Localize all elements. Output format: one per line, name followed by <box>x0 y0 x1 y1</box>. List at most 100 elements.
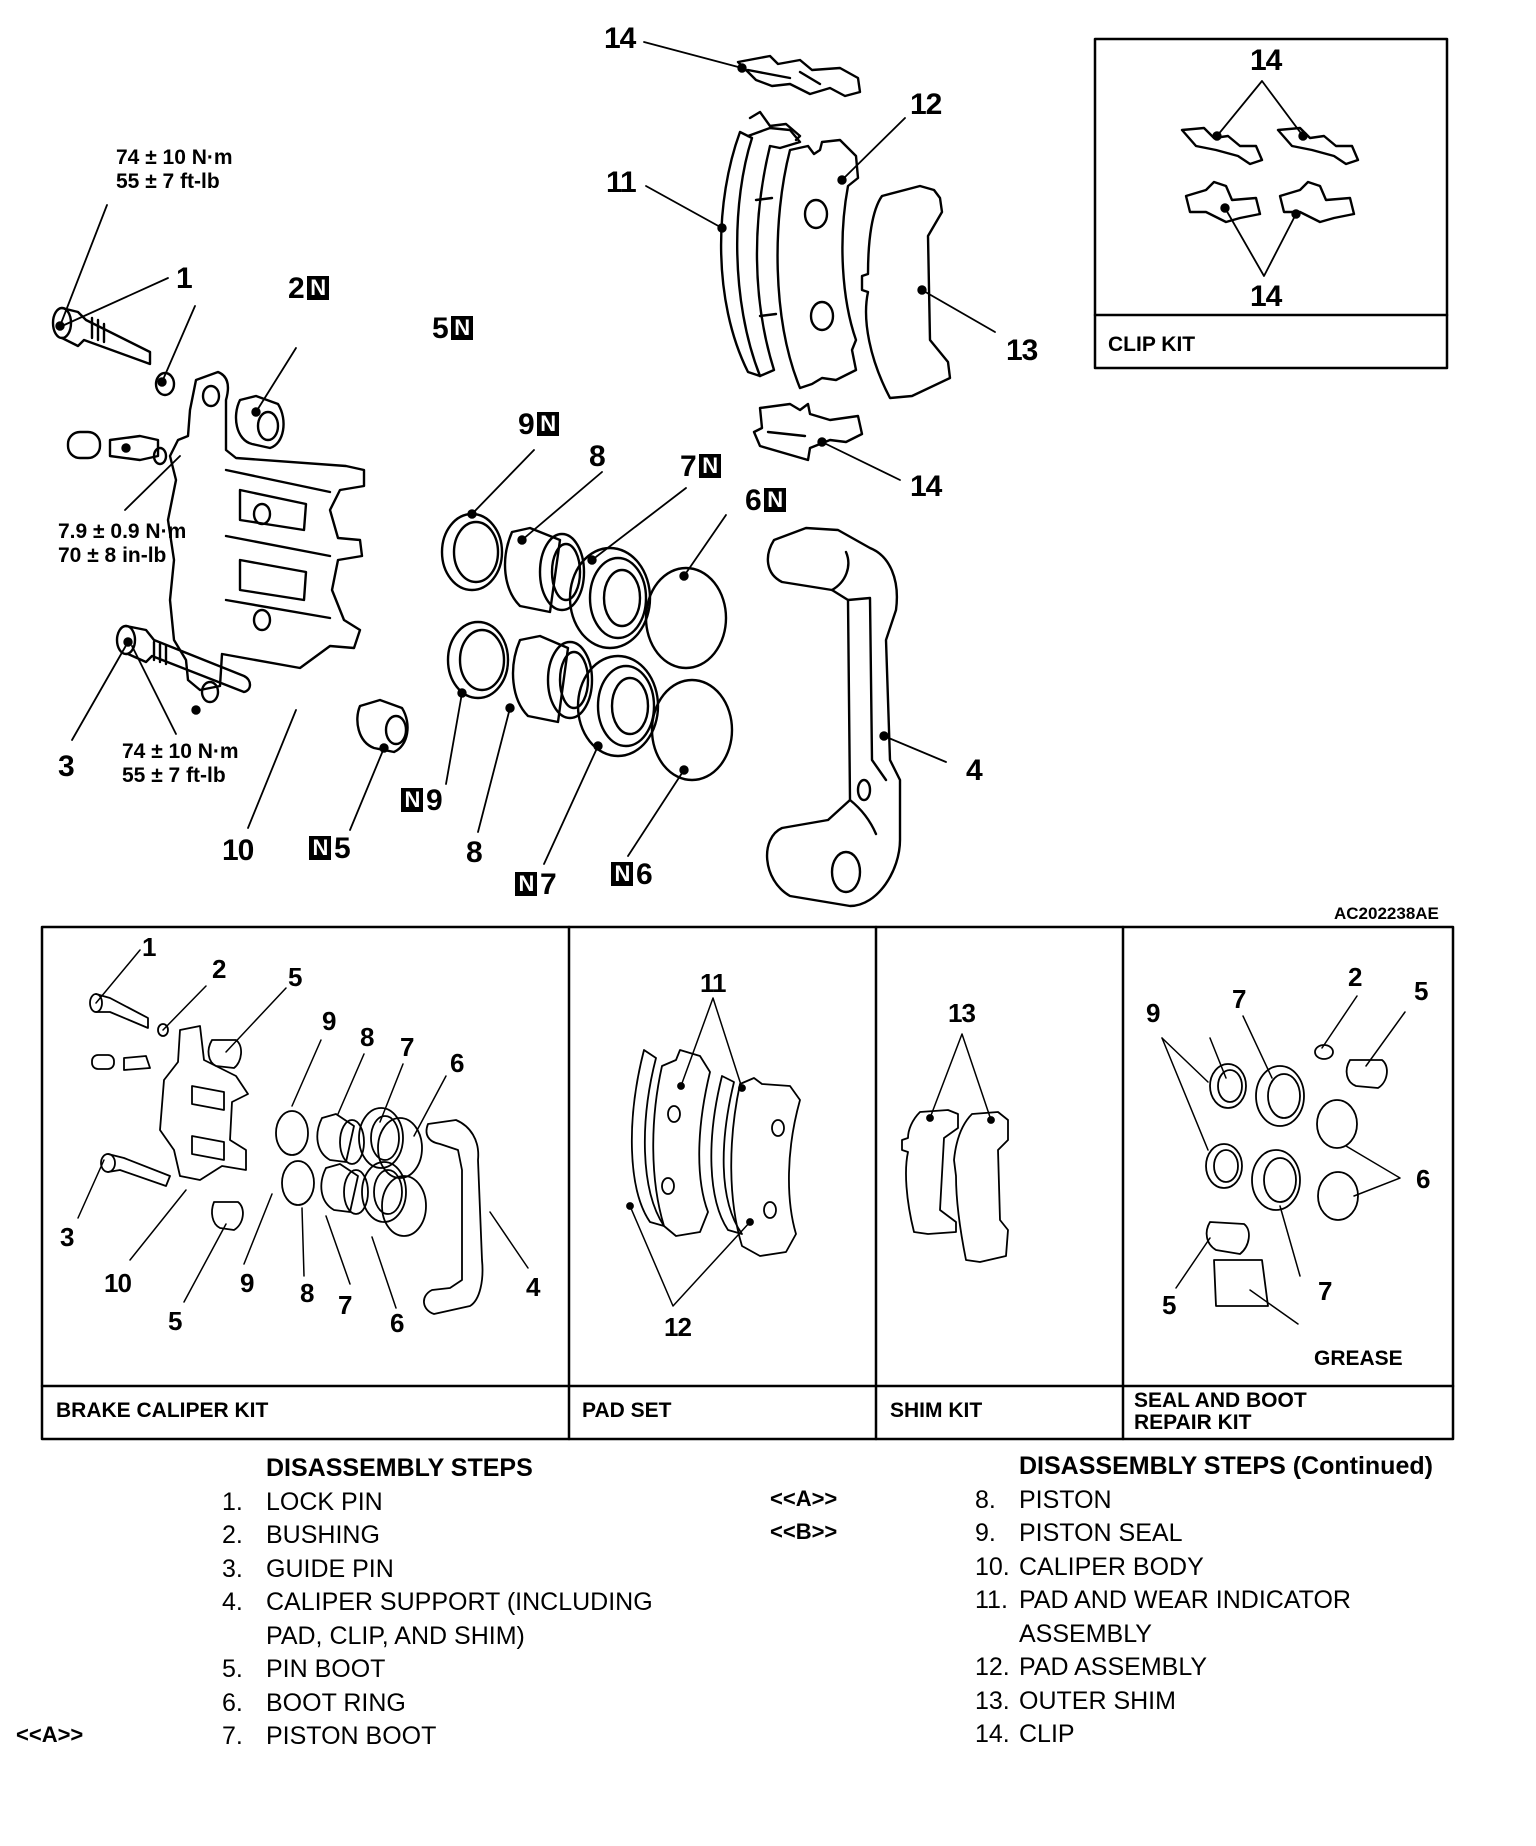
caliper-body-part <box>152 370 366 715</box>
step-item: 5.PIN BOOT <box>222 1655 386 1683</box>
kit-callout: 7 <box>1318 1276 1333 1306</box>
step-item: 12.PAD ASSEMBLY <box>975 1653 1208 1681</box>
callout-14-top-clip: 14 <box>604 22 636 55</box>
pin-boot-part-top <box>234 394 285 450</box>
kit-callout: 9 <box>1146 998 1161 1028</box>
new-part-icon: N <box>536 412 559 436</box>
step-item: 4.CALIPER SUPPORT (INCLUDING <box>222 1588 653 1616</box>
grease-label: GREASE <box>1314 1347 1403 1370</box>
step-marker: <<A>> <box>770 1486 838 1511</box>
step-item: 14.CLIP <box>975 1720 1075 1748</box>
brake-caliper-kit-art <box>77 949 529 1315</box>
step-item: 7.PISTON BOOT <box>222 1722 437 1750</box>
new-part-icon: N <box>309 836 331 860</box>
new-part-icon: N <box>450 316 473 340</box>
kit-callout: 5 <box>1414 976 1429 1006</box>
boot-ring-part <box>644 566 734 782</box>
kit-caption-shim-kit: SHIM KIT <box>890 1399 983 1422</box>
step-item: 3.GUIDE PIN <box>222 1554 394 1583</box>
disassembly-steps-left: DISASSEMBLY STEPS 1.LOCK PIN 2.BUSHING 3… <box>222 1452 742 1754</box>
kit-callout: 9 <box>240 1268 255 1298</box>
step-item: 6.BOOT RING <box>222 1688 406 1717</box>
callout-number: 9 <box>518 408 535 441</box>
steps-heading: DISASSEMBLY STEPS <box>266 1454 533 1482</box>
pad-set-art <box>626 997 801 1307</box>
step-item-continued: PAD, CLIP, AND SHIM) <box>266 1621 525 1650</box>
callout-8-piston-top: 8 <box>589 440 606 473</box>
callout-13-shim: 13 <box>1006 334 1038 367</box>
seal-and-boot-kit-art <box>1161 995 1406 1325</box>
figure-id: AC202238AE <box>1334 904 1439 923</box>
step-item: 10.CALIPER BODY <box>975 1552 1204 1581</box>
kit-callout: 7 <box>400 1032 415 1062</box>
clip-kit-callout-bottom: 14 <box>1250 280 1282 313</box>
caption-line: SEAL AND BOOT <box>1134 1389 1307 1412</box>
step-item: 13.OUTER SHIM <box>975 1686 1176 1715</box>
callout-10-caliper-body: 10 <box>222 834 254 867</box>
kit-caption-pad-set: PAD SET <box>582 1399 672 1422</box>
kit-caption-brake-caliper: BRAKE CALIPER KIT <box>56 1399 269 1422</box>
kit-callout: 9 <box>322 1006 337 1036</box>
callout-number: 5 <box>432 312 449 345</box>
new-part-icon: N <box>515 872 537 896</box>
bleeder-screw-part <box>66 430 160 462</box>
callout-11-pad-wear: 11 <box>606 166 637 199</box>
kit-caption-seal-boot: SEAL AND BOOT REPAIR KIT <box>1134 1390 1307 1434</box>
kit-callout: 1 <box>142 932 157 962</box>
new-part-icon: N <box>763 488 786 512</box>
callout-number: 5 <box>334 832 351 865</box>
kit-callout: 4 <box>526 1272 541 1302</box>
callout-number: 7 <box>540 868 557 901</box>
step-item: 2.BUSHING <box>222 1521 380 1549</box>
step-item-continued: ASSEMBLY <box>1019 1619 1152 1648</box>
clip-part-lower <box>752 402 864 462</box>
guide-pin-part <box>115 624 252 694</box>
step-marker: <<A>> <box>16 1722 84 1747</box>
steps-heading: DISASSEMBLY STEPS (Continued) <box>1019 1452 1433 1480</box>
kit-callout: 2 <box>1348 962 1363 992</box>
pin-boot-part-bottom <box>356 698 409 754</box>
callout-12-pad: 12 <box>910 88 942 121</box>
new-part-icon: N <box>401 788 423 812</box>
pad-with-wear-indicator-part <box>717 110 802 378</box>
torque-metric: 7.9 ± 0.9 N·m <box>58 520 187 543</box>
kit-callout: 5 <box>288 962 303 992</box>
torque-imperial: 55 ± 7 ft-lb <box>122 764 226 787</box>
kit-callout: 6 <box>450 1048 465 1078</box>
torque-imperial: 70 ± 8 in-lb <box>58 544 167 567</box>
clip-part-top <box>736 54 862 98</box>
leader-lines <box>59 41 996 865</box>
pad-assembly-part <box>776 138 860 390</box>
outer-shim-part <box>860 184 952 400</box>
callout-number: 7 <box>680 450 697 483</box>
callout-14-lower-clip: 14 <box>910 470 942 503</box>
kit-callout: 2 <box>212 954 227 984</box>
step-item: 9.PISTON SEAL <box>975 1519 1183 1547</box>
kit-callout: 7 <box>1232 984 1247 1014</box>
new-part-icon: N <box>698 454 721 478</box>
callout-3-guide-pin: 3 <box>58 750 75 783</box>
kit-callout: 3 <box>60 1222 75 1252</box>
callout-number: 6 <box>636 858 653 891</box>
new-part-icon: N <box>306 276 329 300</box>
kit-callout: 8 <box>360 1022 375 1052</box>
callout-8-piston-bottom: 8 <box>466 836 483 869</box>
kits-table <box>40 925 1455 1441</box>
kit-callout: 8 <box>300 1278 315 1308</box>
callout-number: 9 <box>426 784 443 817</box>
torque-spec-guide-pin: 74 ± 10 N·m 55 ± 7 ft-lb <box>122 740 239 788</box>
kit-callout: 11 <box>700 968 726 998</box>
piston-part <box>503 526 594 724</box>
kit-callout: 10 <box>104 1268 132 1298</box>
torque-metric: 74 ± 10 N·m <box>116 146 233 169</box>
step-item: 8.PISTON <box>975 1485 1112 1514</box>
